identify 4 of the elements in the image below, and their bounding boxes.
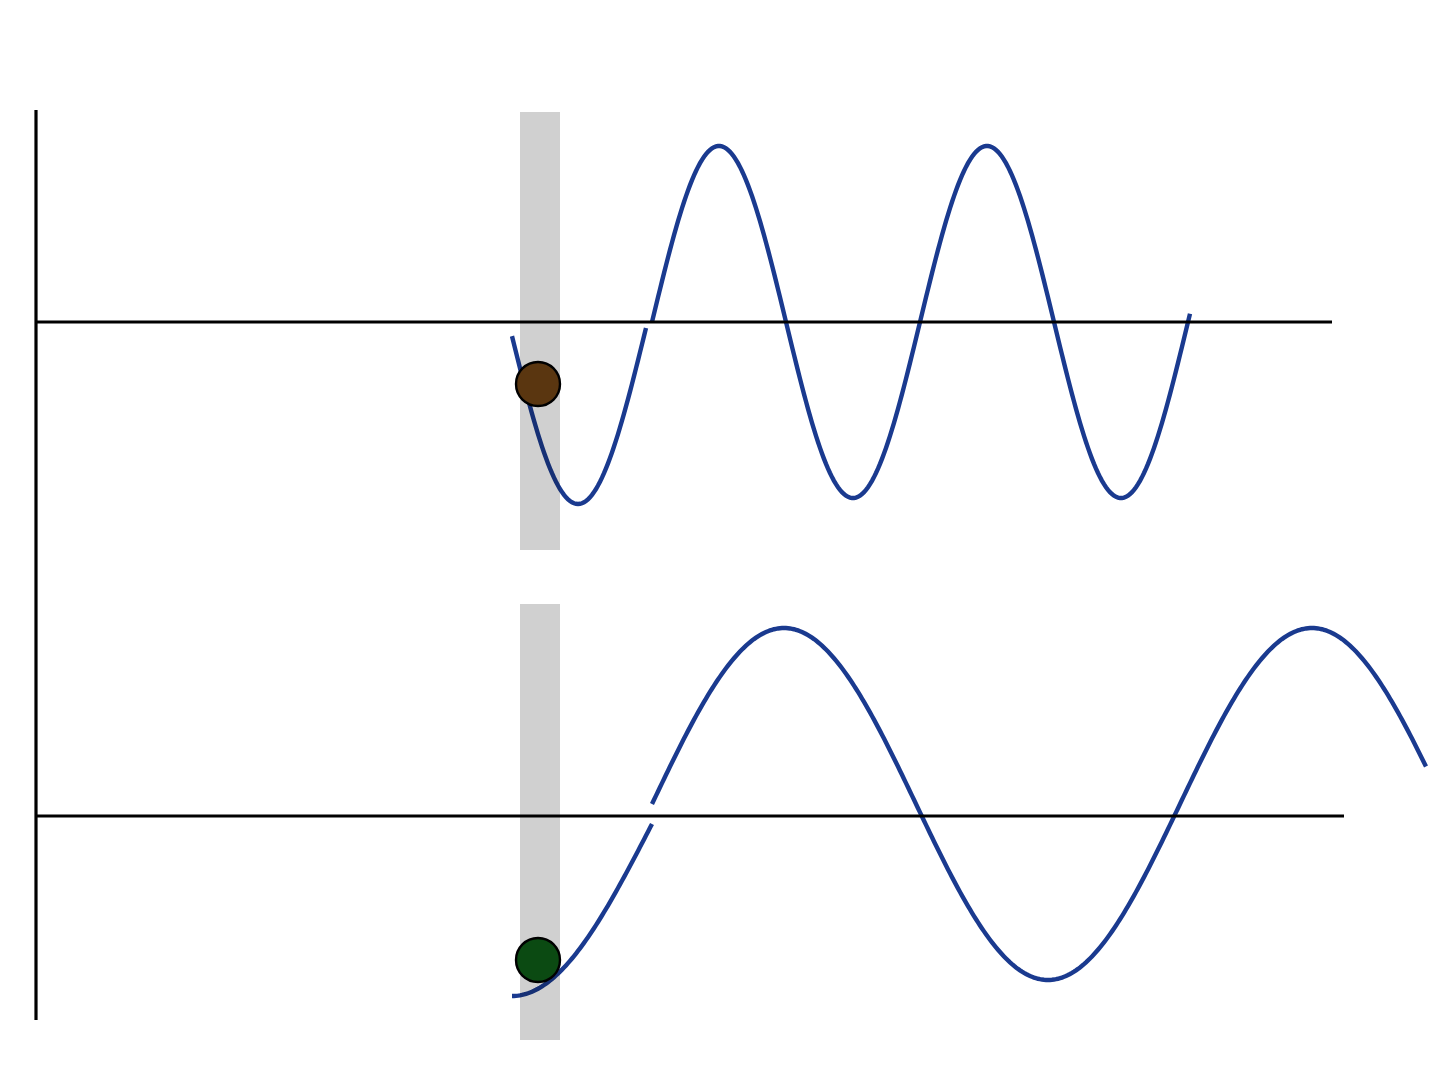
highlight-bar [514,604,562,1040]
ball [514,936,562,984]
highlight-bar [514,112,562,550]
ball [514,360,562,408]
